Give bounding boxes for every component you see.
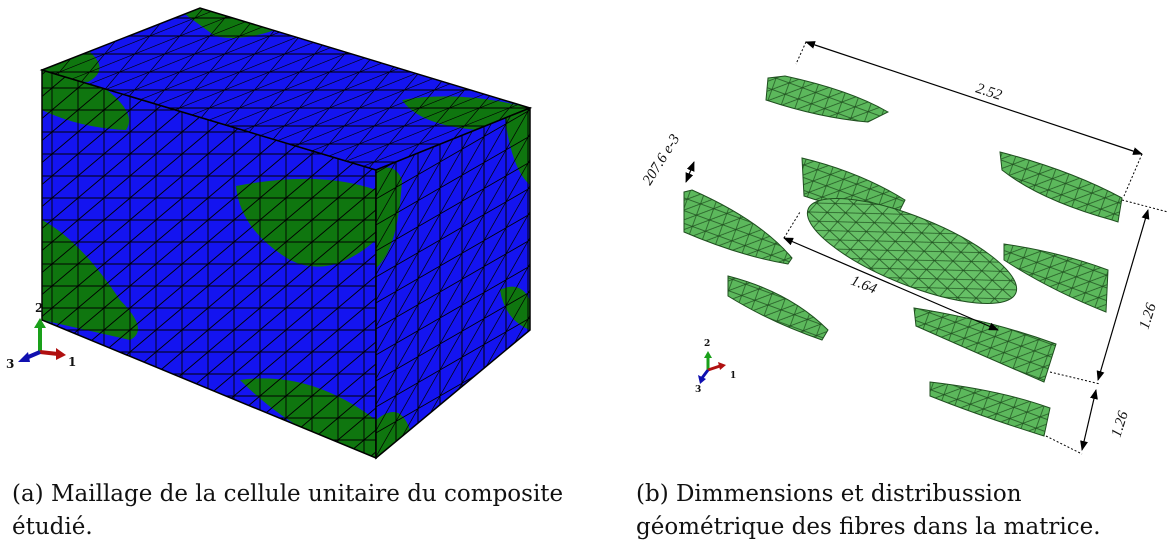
fiber [1003, 243, 1109, 313]
fiber [929, 381, 1051, 437]
fiber [999, 151, 1123, 223]
fiber-central [806, 198, 1018, 304]
caption-a: (a) Maillage de la cellule unitaire du c… [12, 481, 564, 540]
mesh-figure: 2 1 3 [6, 7, 533, 460]
axis-triad: 2 1 3 [6, 301, 76, 371]
axis-label-1: 1 [68, 355, 76, 369]
axis-label-1: 1 [730, 371, 736, 381]
side-face [375, 106, 531, 460]
caption-b: (b) Dimmensions et distribussion géométr… [636, 481, 1101, 540]
fiber [683, 189, 793, 265]
axis-label-3: 3 [6, 357, 14, 371]
fiber-figure: 2.52 207.6 e-3 1.64 1.26 1.26 2 1 3 [640, 41, 1169, 455]
dim-length-label: 2.52 [974, 81, 1004, 104]
axis-label-3: 3 [695, 385, 701, 395]
fiber [913, 307, 1057, 383]
fiber [801, 157, 906, 211]
panel-mesh-unit-cell: 2 1 3 [0, 0, 560, 470]
dim-thickness-label: 207.6 e-3 [640, 132, 684, 189]
panel-fiber-distribution: 2.52 207.6 e-3 1.64 1.26 1.26 2 1 3 [600, 0, 1174, 470]
fibers [683, 75, 1123, 437]
fiber [765, 75, 890, 123]
fiber [727, 275, 829, 341]
axis-label-2: 2 [35, 301, 43, 315]
dim-height-label: 1.26 [1137, 301, 1160, 331]
axis-label-2: 2 [704, 339, 710, 349]
axis-triad: 2 1 3 [695, 339, 736, 395]
dim-depth-label: 1.26 [1109, 409, 1132, 439]
